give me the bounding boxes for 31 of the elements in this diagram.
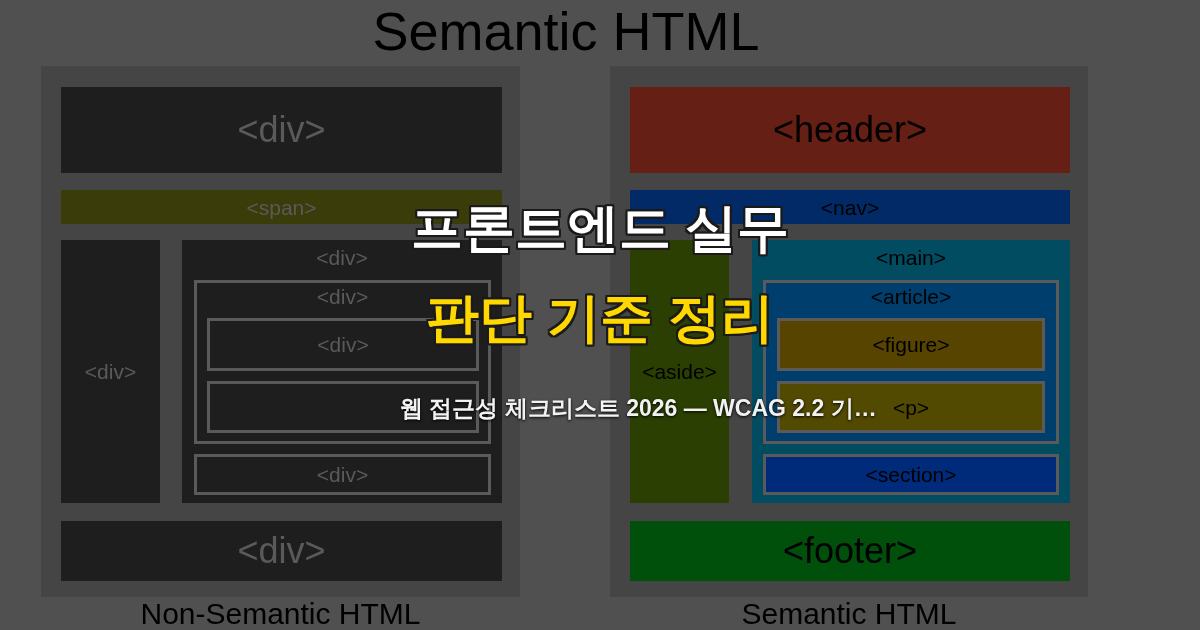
tag-label: <nav> [820, 196, 880, 218]
tag-label: <footer> [782, 533, 918, 569]
tag-label: <div> [237, 112, 326, 148]
tag-label: <div> [237, 533, 326, 569]
layout-block [61, 240, 160, 503]
layout-block [630, 87, 1070, 173]
tag-label: <figure> [872, 334, 950, 355]
layout-block [777, 318, 1045, 371]
tag-label: <span> [246, 196, 317, 218]
tag-label: <main> [875, 247, 946, 268]
layout-block [61, 87, 502, 173]
tag-label: <p> [892, 396, 930, 418]
layout-block [630, 521, 1070, 581]
tag-label: <div> [84, 361, 137, 382]
diagram-title: Semantic HTML [372, 4, 760, 58]
overlay-headline: 판단 기준 정리 [426, 286, 774, 349]
tag-label: <div> [317, 334, 369, 355]
tag-label: <article> [870, 286, 952, 307]
tag-label: <div> [316, 247, 368, 268]
panel-caption: Non-Semantic HTML [140, 599, 421, 629]
layout-block [61, 521, 502, 581]
panel-caption: Semantic HTML [741, 599, 957, 629]
tag-label: <header> [772, 112, 928, 148]
tag-label: <section> [865, 464, 957, 485]
tag-label: <div> [316, 464, 369, 485]
tag-label: <aside> [642, 361, 717, 382]
layout-block [194, 454, 491, 495]
layout-block [763, 454, 1059, 495]
overlay-subtitle: 웹 접근성 체크리스트 2026 — WCAG 2.2 기… [400, 393, 877, 423]
tag-label: <div> [316, 286, 369, 307]
overlay-headline: 프론트엔드 실무 [410, 197, 790, 259]
